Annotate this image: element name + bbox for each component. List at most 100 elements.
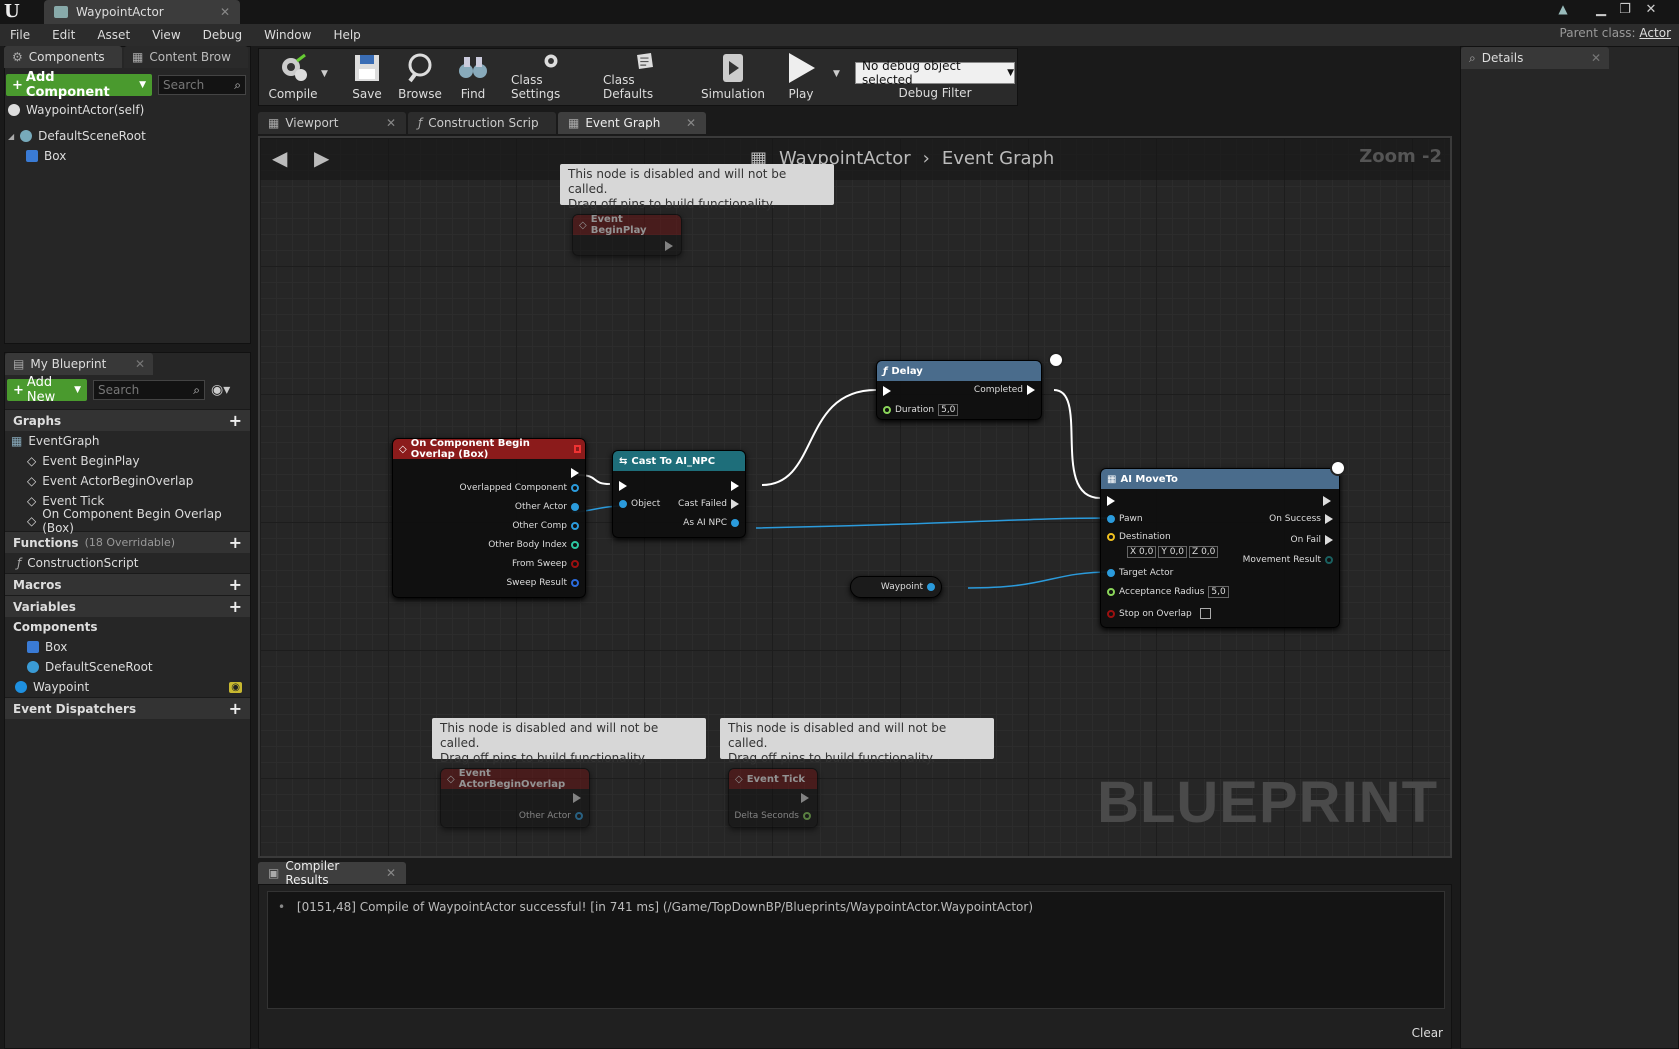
node-event-beginplay[interactable]: ◇ Event BeginPlay: [572, 214, 682, 256]
exec-out-pin[interactable]: [1323, 496, 1331, 506]
exec-in-pin[interactable]: [619, 481, 627, 491]
tab-viewport[interactable]: ▦ Viewport ✕: [258, 112, 406, 134]
stop-on-overlap-checkbox[interactable]: [1199, 608, 1211, 619]
acceptance-radius-input[interactable]: 5,0: [1208, 586, 1229, 598]
pin-movement-result[interactable]: Movement Result: [1243, 555, 1333, 565]
menu-asset[interactable]: Asset: [97, 28, 131, 42]
eye-visibility-icon[interactable]: ◉: [229, 681, 242, 693]
simulation-button[interactable]: Simulation: [701, 51, 765, 105]
close-tab-icon[interactable]: ✕: [219, 5, 230, 19]
menu-help[interactable]: Help: [333, 28, 361, 42]
function-item-constructionscript[interactable]: ƒ ConstructionScript: [5, 553, 250, 573]
add-graph-icon[interactable]: +: [228, 411, 242, 430]
tab-components[interactable]: ⚙ Components: [4, 46, 122, 68]
exec-in-pin[interactable]: [883, 386, 891, 396]
close-tab-icon[interactable]: ✕: [1590, 51, 1601, 65]
play-button[interactable]: Play: [779, 51, 823, 105]
tab-my-blueprint[interactable]: ▤ My Blueprint ✕: [5, 353, 153, 375]
pin-sweep-result[interactable]: Sweep Result: [506, 578, 579, 588]
breadcrumb-root[interactable]: WaypointActor: [779, 148, 911, 169]
menu-file[interactable]: File: [10, 28, 31, 42]
node-ai-moveto[interactable]: ▦ AI MoveTo Pawn On Success Destination …: [1100, 468, 1340, 628]
pin-stop-on-overlap[interactable]: Stop on Overlap: [1107, 608, 1211, 619]
destination-z-input[interactable]: Z 0,0: [1189, 546, 1219, 558]
close-tab-icon[interactable]: ✕: [385, 866, 396, 880]
node-event-actorbeginoverlap[interactable]: ◇ Event ActorBeginOverlap Other Actor: [440, 768, 590, 828]
browse-button[interactable]: Browse: [395, 51, 445, 105]
variable-item-default-scene-root[interactable]: DefaultSceneRoot: [5, 657, 250, 677]
pin-as-ai-npc[interactable]: As AI NPC: [683, 518, 739, 528]
duration-value-input[interactable]: 5,0: [938, 404, 959, 416]
save-button[interactable]: Save: [345, 51, 389, 105]
components-search-input[interactable]: Search ⌕: [158, 75, 246, 95]
graph-item-on-component-begin-overlap[interactable]: ◇ On Component Begin Overlap (Box): [5, 507, 250, 535]
node-event-tick[interactable]: ◇ Event Tick Delta Seconds: [728, 768, 818, 828]
exec-in-pin[interactable]: [1107, 496, 1115, 506]
parent-class-link[interactable]: Actor: [1639, 26, 1671, 40]
debug-object-select[interactable]: No debug object selected ▼: [855, 59, 1015, 87]
tab-content-browser[interactable]: ▦ Content Brow: [124, 46, 248, 68]
play-options-chevron-icon[interactable]: ▼: [833, 69, 840, 79]
maximize-icon[interactable]: ❐: [1619, 2, 1631, 17]
class-defaults-button[interactable]: Class Defaults: [603, 51, 687, 105]
pin-delta-seconds[interactable]: Delta Seconds: [734, 811, 811, 821]
exec-out-pin[interactable]: [571, 468, 579, 478]
tab-compiler-results[interactable]: ▣ Compiler Results ✕: [258, 859, 406, 887]
pin-other-actor[interactable]: Other Actor: [515, 502, 579, 512]
pin-cast-failed[interactable]: Cast Failed: [678, 499, 739, 509]
my-blueprint-search-input[interactable]: Search ⌕: [93, 380, 205, 400]
graphs-section-header[interactable]: Graphs +: [5, 409, 250, 431]
macros-section-header[interactable]: Macros +: [5, 573, 250, 595]
graph-item-event-tick[interactable]: ◇ Event Tick: [5, 491, 250, 511]
tab-event-graph[interactable]: ▦ Event Graph ✕: [558, 112, 706, 134]
pin-waypoint[interactable]: Waypoint: [881, 582, 935, 592]
pin-overlapped-component[interactable]: Overlapped Component: [460, 483, 579, 493]
variables-components-group[interactable]: Components: [5, 617, 250, 637]
clear-button[interactable]: Clear: [1411, 1026, 1443, 1040]
node-on-component-begin-overlap[interactable]: ◇ On Component Begin Overlap (Box) Overl…: [392, 438, 586, 598]
tree-item-default-scene-root[interactable]: ◢ DefaultSceneRoot: [8, 126, 246, 146]
back-arrow-icon[interactable]: ◀: [272, 146, 288, 170]
exec-out-pin[interactable]: [665, 241, 673, 251]
variable-item-box[interactable]: Box: [5, 637, 250, 657]
pin-other-body-index[interactable]: Other Body Index: [488, 540, 579, 550]
exec-out-pin[interactable]: [731, 481, 739, 491]
delegate-pin-icon[interactable]: [573, 445, 581, 453]
learn-icon[interactable]: ▲: [1558, 2, 1568, 16]
add-function-icon[interactable]: +: [228, 533, 242, 552]
compile-button[interactable]: Compile: [265, 51, 321, 105]
pin-pawn[interactable]: Pawn: [1107, 514, 1143, 524]
add-component-button[interactable]: + Add Component ▼: [6, 70, 152, 100]
exec-out-pin[interactable]: [801, 793, 809, 803]
functions-section-header[interactable]: Functions (18 Overridable) +: [5, 531, 250, 553]
close-window-icon[interactable]: ✕: [1645, 2, 1657, 17]
tree-item-self[interactable]: WaypointActor(self): [8, 100, 246, 120]
pin-completed[interactable]: Completed: [974, 385, 1035, 395]
graph-item-event-actorbeginoverlap[interactable]: ◇ Event ActorBeginOverlap: [5, 471, 250, 491]
node-cast-to-ai-npc[interactable]: ⇆ Cast To AI_NPC Object Cast Failed As A…: [612, 450, 746, 538]
menu-window[interactable]: Window: [264, 28, 312, 42]
class-settings-button[interactable]: Class Settings: [511, 51, 591, 105]
event-graph-canvas[interactable]: ◀ ▶ ▦ WaypointActor › Event Graph Zoom -…: [258, 136, 1452, 858]
node-waypoint-getter[interactable]: Waypoint: [850, 576, 942, 598]
variables-section-header[interactable]: Variables +: [5, 595, 250, 617]
pin-on-fail[interactable]: On Fail: [1290, 535, 1333, 545]
document-tab[interactable]: WaypointActor ✕: [44, 0, 240, 24]
graph-item-eventgraph[interactable]: ▦ EventGraph: [5, 431, 250, 451]
minimize-icon[interactable]: ▁: [1596, 2, 1606, 17]
tab-construction-script[interactable]: ƒ Construction Scrip: [408, 112, 556, 134]
pin-on-success[interactable]: On Success: [1269, 514, 1333, 524]
eye-icon[interactable]: ◉▾: [211, 382, 231, 398]
destination-y-input[interactable]: Y 0,0: [1158, 546, 1188, 558]
exec-out-pin[interactable]: [573, 793, 581, 803]
tree-item-box[interactable]: Box: [8, 146, 246, 166]
destination-x-input[interactable]: X 0,0: [1127, 546, 1157, 558]
close-tab-icon[interactable]: ✕: [134, 357, 145, 371]
menu-view[interactable]: View: [152, 28, 181, 42]
menu-debug[interactable]: Debug: [202, 28, 243, 42]
pin-other-comp[interactable]: Other Comp: [512, 521, 579, 531]
pin-other-actor[interactable]: Other Actor: [519, 811, 583, 821]
event-dispatchers-section-header[interactable]: Event Dispatchers +: [5, 697, 250, 719]
pin-object[interactable]: Object: [619, 499, 660, 509]
